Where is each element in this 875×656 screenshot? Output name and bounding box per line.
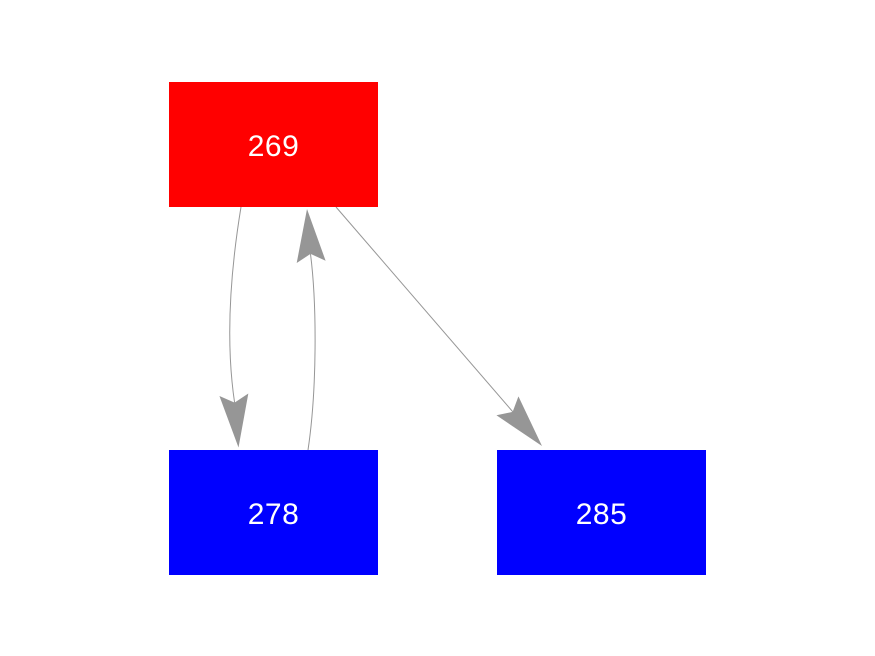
node-278-label: 278: [247, 497, 300, 531]
node-269-label: 269: [247, 129, 300, 163]
edge-arrowhead-269-278: [219, 393, 249, 448]
edge-arrowhead-269-285: [496, 396, 542, 446]
edge-line-269-285: [335, 206, 514, 413]
node-285-label: 285: [575, 497, 628, 531]
node-278: 278: [169, 450, 378, 575]
edge-arrowhead-278-269: [296, 209, 326, 263]
edge-line-278-269: [307, 253, 316, 451]
node-285: 285: [497, 450, 706, 575]
node-269: 269: [169, 82, 378, 207]
edge-line-269-278: [229, 206, 242, 403]
